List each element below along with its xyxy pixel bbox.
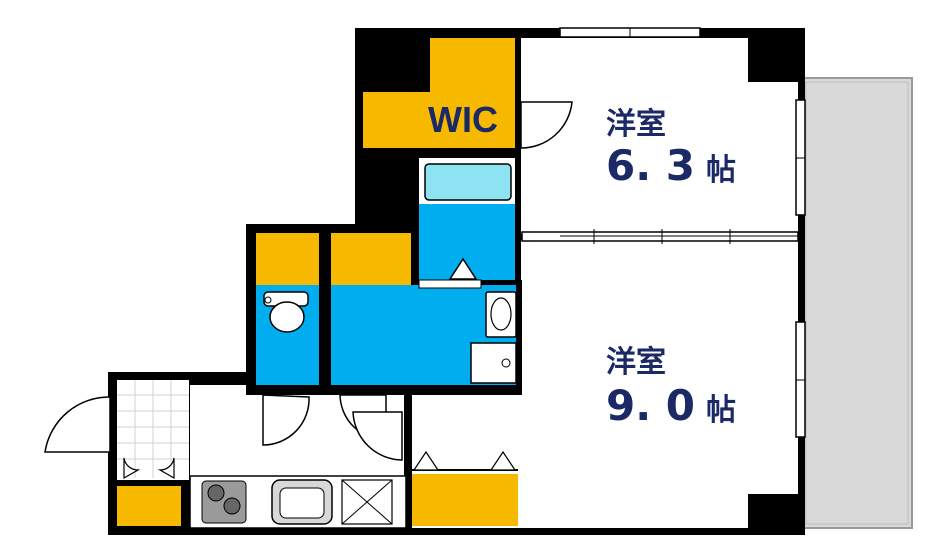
shoe-cabinet <box>117 457 181 526</box>
room-unit-lower: 帖 <box>706 393 736 428</box>
closet-lower <box>412 450 518 526</box>
washroom <box>331 279 517 385</box>
room-size-lower: 9. 0 <box>606 381 695 430</box>
storage-toilet-top <box>256 233 319 285</box>
balcony <box>801 77 913 529</box>
door-entrance <box>44 396 111 453</box>
kitchen-counter <box>189 475 407 529</box>
sliding-partition <box>521 229 799 244</box>
toilet-room <box>256 285 319 385</box>
door-hall <box>352 411 403 461</box>
room-size-upper: 6. 3 <box>606 141 695 190</box>
entrance-floor <box>117 380 189 480</box>
window-right-upper <box>795 99 806 216</box>
room-label-upper: 洋室 6. 3 帖 <box>606 107 736 190</box>
room-unit-upper: 帖 <box>706 153 736 188</box>
wic-label: WIC <box>428 99 498 140</box>
toilet-bowl <box>269 301 305 333</box>
room-name-lower: 洋室 <box>606 345 666 380</box>
window-right-lower <box>795 321 806 438</box>
walk-in-closet: WIC <box>363 38 515 148</box>
room-label-lower: 洋室 9. 0 帖 <box>606 345 736 430</box>
room-name-upper: 洋室 <box>606 107 666 142</box>
bathroom <box>419 158 515 280</box>
door-toilet <box>262 394 310 446</box>
storage-washroom-top <box>331 233 411 285</box>
door-wic <box>520 101 573 149</box>
window-top <box>559 27 701 38</box>
